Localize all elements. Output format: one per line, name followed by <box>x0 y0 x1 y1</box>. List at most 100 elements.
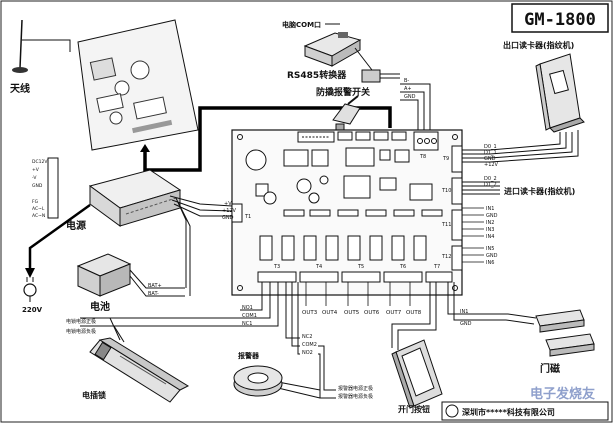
term-12v-pwr: +12V <box>222 208 237 214</box>
term-t9: T9 <box>442 156 449 162</box>
term-no2: NO2 <box>302 350 313 356</box>
alarm-label: 报警器 <box>238 351 260 360</box>
term-t8: T8 <box>419 154 426 160</box>
alarm-siren-icon <box>233 365 283 397</box>
term-in2: IN2 <box>486 220 494 226</box>
lock-neg-label: 电锁电源负极 <box>66 328 96 335</box>
term-gnd-rs: GND <box>404 94 416 100</box>
term-dc-out: DC12V <box>32 159 48 165</box>
entry-reader-label: 进口读卡器(指纹机) <box>504 186 575 196</box>
term-t7: T7 <box>433 264 440 270</box>
power-supply-icon <box>88 169 182 227</box>
term-nc1: NC1 <box>242 321 252 327</box>
company-name: 深圳市*****科技有限公司 <box>462 407 555 417</box>
mains-label: 220V <box>22 306 43 314</box>
exit-reader-icon <box>535 53 585 133</box>
rs485-label: RS485转换器 <box>287 69 347 81</box>
term-t12: T12 <box>441 254 451 260</box>
power-terminal-labels: DC12V +V -V GND FG AC~L AC~N <box>32 159 48 219</box>
term-bat-pos: BAT+ <box>148 283 162 289</box>
door-sensor-label: 门磁 <box>540 362 560 375</box>
term-gnd-a: GND <box>486 213 498 219</box>
term-gnd-p: GND <box>32 183 43 189</box>
term-com1: COM1 <box>242 313 257 319</box>
term-in1-door: IN1 <box>460 309 468 315</box>
term-t10: T10 <box>441 188 451 194</box>
right-io-labels: IN1 GND IN2 IN3 IN4 IN5 GND IN6 <box>486 206 498 266</box>
tamper-switch-icon <box>332 95 361 133</box>
term-in6: IN6 <box>486 260 494 266</box>
controller-board <box>231 129 463 296</box>
module-link-arrow <box>140 144 150 152</box>
rs485-converter-icon <box>303 32 362 67</box>
term-d0-1: D0_1 <box>484 144 497 150</box>
watermark-text: 电子发烧友 <box>530 386 595 402</box>
term-gnd-exit: GND <box>484 156 496 162</box>
term-gnd-pwr: GND <box>222 215 234 221</box>
battery-icon <box>76 253 132 297</box>
term-t3: T3 <box>273 264 280 270</box>
term-plus-v: +V <box>224 201 232 207</box>
antenna-cable <box>22 39 71 52</box>
mains-plug-icon <box>23 277 37 302</box>
exit-reader-label: 出口读卡器(指纹机) <box>503 40 574 50</box>
term-out4: OUT4 <box>322 310 338 316</box>
term-no1: NO1 <box>242 305 253 311</box>
electric-lock-icon <box>89 337 190 403</box>
module-link-wire <box>143 106 392 172</box>
term-out-minus: -V <box>32 175 37 181</box>
term-t6: T6 <box>399 264 406 270</box>
term-12v-exit: +12V <box>484 162 499 168</box>
door-sensor-icon <box>535 309 595 357</box>
term-b-minus: B- <box>404 78 409 84</box>
battery-label: 电池 <box>90 300 110 313</box>
antenna-label: 天线 <box>10 82 30 95</box>
term-t5: T5 <box>357 264 364 270</box>
lock-pos-label: 电锁电源正极 <box>66 318 96 325</box>
exit-button-label: 开门按钮 <box>398 404 430 414</box>
term-t11: T11 <box>441 222 451 228</box>
term-com2: COM2 <box>302 342 317 348</box>
term-nc2: NC2 <box>302 334 312 340</box>
term-a-plus: A+ <box>404 86 412 92</box>
term-gnd-b: GND <box>486 253 498 259</box>
title-box <box>511 3 609 33</box>
term-t1: T1 <box>244 214 251 220</box>
term-out6: OUT6 <box>364 310 380 316</box>
pc-com-label: 电脑COM口 <box>282 20 321 29</box>
term-in3: IN3 <box>486 227 494 233</box>
term-ac1: AC~L <box>32 206 45 212</box>
footer-box <box>441 401 609 421</box>
term-gnd-door: GND <box>460 321 472 327</box>
term-in1: IN1 <box>486 206 494 212</box>
wireless-module-board <box>77 19 199 151</box>
company-logo-icon <box>445 404 459 418</box>
term-bat-neg: BAT- <box>148 291 159 297</box>
alarm-pos-label: 报警器电源正极 <box>338 385 373 392</box>
term-in4: IN4 <box>486 234 494 240</box>
model-title: GM-1800 <box>524 10 596 30</box>
antenna-icon <box>12 19 28 73</box>
power-label: 电源 <box>66 219 86 232</box>
term-d1-1: D1_1 <box>484 150 497 156</box>
exit-button-icon <box>391 339 443 409</box>
term-t4: T4 <box>315 264 322 270</box>
term-out-plus: +V <box>32 167 40 173</box>
term-out5: OUT5 <box>344 310 360 316</box>
term-d0-2: D0_2 <box>484 176 497 182</box>
term-fg: FG <box>32 199 39 205</box>
rs485-connector-icon <box>361 69 400 83</box>
term-out7: OUT7 <box>386 310 402 316</box>
tamper-label: 防撬报警开关 <box>316 86 370 98</box>
alarm-neg-label: 报警器电源负极 <box>338 393 373 400</box>
term-d1-2: D1_2 <box>484 182 497 188</box>
terminal-strip-icon <box>47 157 59 219</box>
term-out8: OUT8 <box>406 310 422 316</box>
lock-label: 电插锁 <box>82 390 106 400</box>
term-out3: OUT3 <box>302 310 318 316</box>
term-in5: IN5 <box>486 246 494 252</box>
term-ac2: AC~N <box>32 213 45 219</box>
